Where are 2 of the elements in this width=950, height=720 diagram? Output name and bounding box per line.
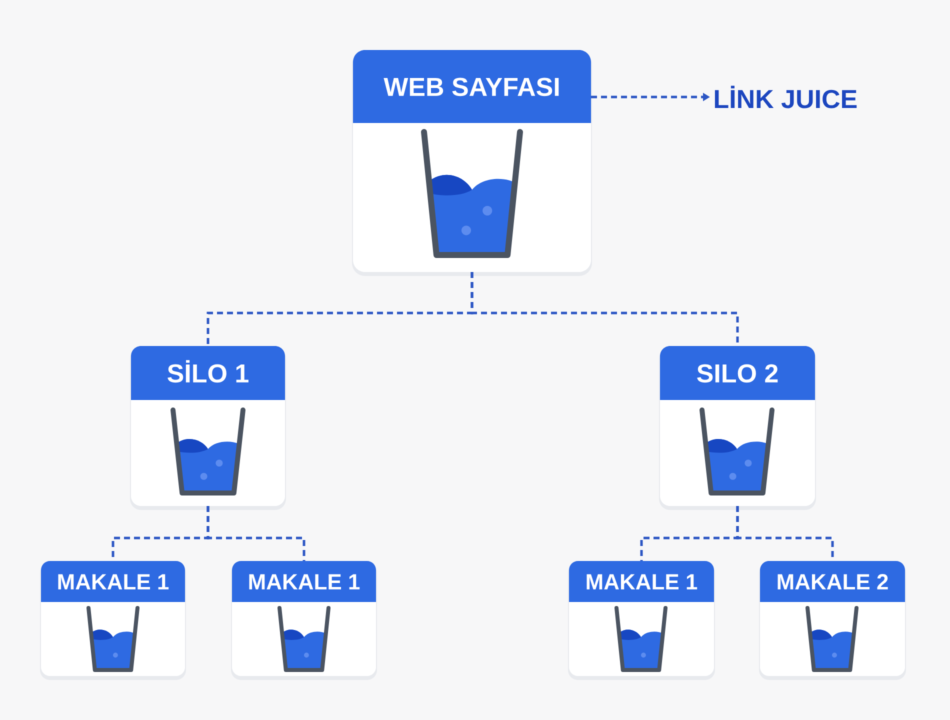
text-label: LİNK JUICE [714, 86, 857, 108]
connector-line [206, 506, 306, 561]
